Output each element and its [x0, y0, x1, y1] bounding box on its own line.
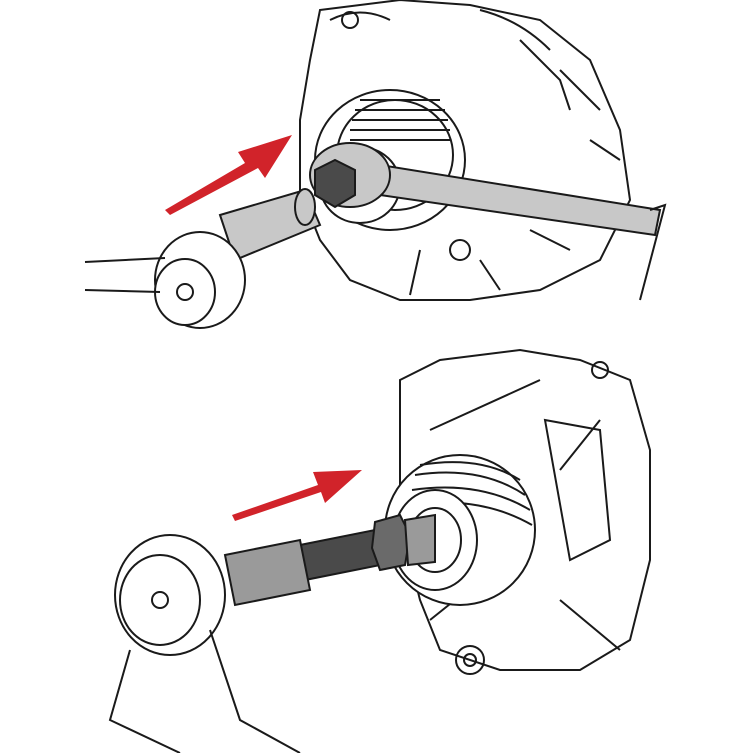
bottom-figure: [108, 348, 651, 753]
socket-top: [314, 158, 356, 209]
ratchet-bottom: [108, 534, 301, 753]
direction-arrow-icon: [232, 470, 362, 521]
direction-arrow-icon: [165, 135, 292, 215]
top-figure: [84, 0, 667, 329]
extension-bottom: [223, 513, 436, 607]
ratchet-top: [84, 188, 322, 329]
